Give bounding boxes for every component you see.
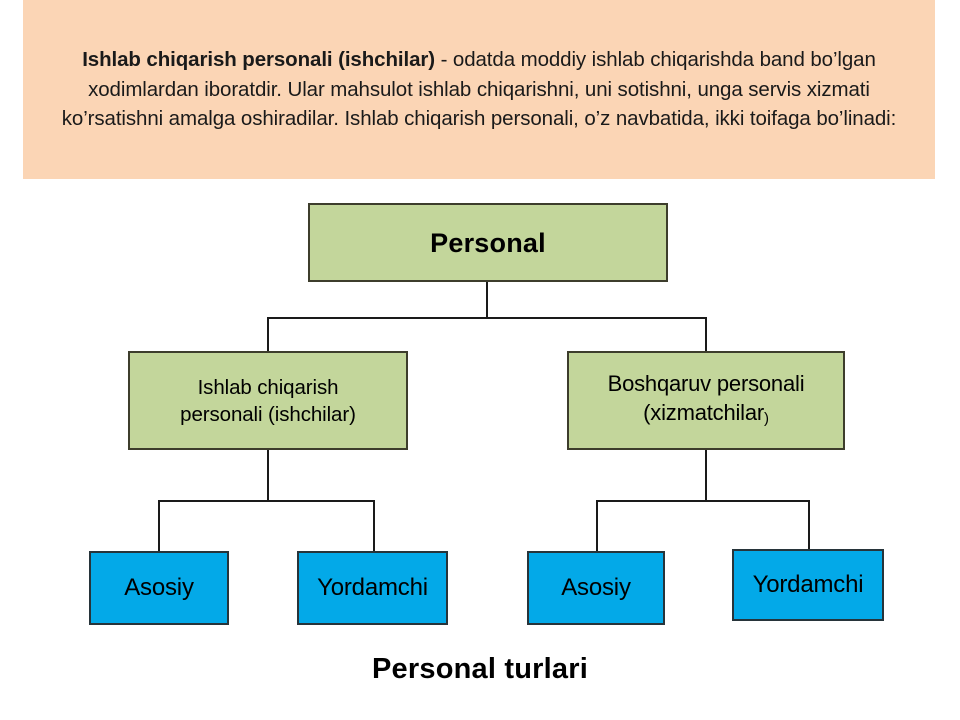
node-production-personnel-line1: Ishlab chiqarish bbox=[197, 375, 339, 399]
node-management-main: Asosiy bbox=[527, 551, 665, 625]
connector-level2-left-drop bbox=[267, 317, 269, 352]
node-personal-label: Personal bbox=[430, 227, 546, 258]
description-text: Ishlab chiqarish personali (ishchilar) -… bbox=[48, 45, 910, 134]
node-management-personnel-label: Boshqaruv personali (xizmatchilar) bbox=[569, 369, 843, 433]
node-management-personnel-line2: (xizmatchilar bbox=[643, 399, 765, 425]
description-term: Ishlab chiqarish personali (ishchilar) bbox=[82, 48, 435, 72]
node-production-auxiliary: Yordamchi bbox=[297, 551, 448, 625]
connector-production-stem bbox=[267, 450, 269, 502]
node-management-auxiliary-label: Yordamchi bbox=[752, 571, 864, 598]
connector-management-right-drop bbox=[808, 500, 810, 551]
node-production-main: Asosiy bbox=[89, 551, 229, 625]
node-production-personnel-label: Ishlab chiqarish personali (ishchilar) bbox=[130, 374, 406, 428]
node-production-personnel: Ishlab chiqarish personali (ishchilar) bbox=[128, 351, 408, 450]
connector-management-bus bbox=[596, 500, 810, 502]
node-management-auxiliary: Yordamchi bbox=[732, 549, 884, 621]
connector-level2-bus bbox=[267, 317, 707, 319]
connector-level2-right-drop bbox=[705, 317, 707, 352]
connector-management-left-drop bbox=[596, 500, 598, 552]
connector-root-stem bbox=[486, 282, 488, 318]
node-production-personnel-line2: personali (ishchilar) bbox=[180, 402, 356, 426]
node-management-personnel-paren: ) bbox=[764, 409, 769, 427]
node-personal: Personal bbox=[308, 203, 668, 282]
connector-production-left-drop bbox=[158, 500, 160, 552]
connector-management-stem bbox=[705, 450, 707, 502]
description-panel: Ishlab chiqarish personali (ishchilar) -… bbox=[23, 0, 935, 179]
node-management-main-label: Asosiy bbox=[561, 574, 631, 601]
node-management-personnel: Boshqaruv personali (xizmatchilar) bbox=[567, 351, 845, 450]
node-production-main-label: Asosiy bbox=[124, 574, 194, 601]
connector-production-bus bbox=[158, 500, 375, 502]
description-body: - odatda moddiy ishlab chiqarishda band … bbox=[61, 48, 897, 131]
connector-production-right-drop bbox=[373, 500, 375, 552]
node-management-personnel-line1: Boshqaruv personali bbox=[607, 370, 805, 396]
diagram-caption: Personal turlari bbox=[372, 653, 588, 685]
node-production-auxiliary-label: Yordamchi bbox=[317, 574, 428, 601]
